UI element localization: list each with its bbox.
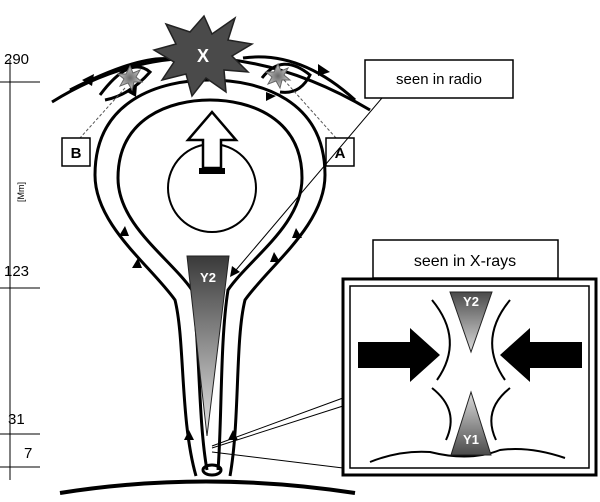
cusp-loop-left [98, 65, 153, 102]
solid-left-arrow-icon [500, 328, 582, 382]
hollow-up-arrow-base [199, 168, 225, 174]
axis-label-123: 123 [4, 263, 29, 280]
explosion-burst-icon: X [152, 14, 255, 98]
arrowhead-9 [184, 430, 194, 440]
axis-label-290: 290 [4, 51, 29, 68]
small-burst-icon [116, 64, 144, 92]
inset-y1-triangle [450, 390, 492, 456]
leader-b [79, 87, 126, 139]
callout-radio: seen in radio [230, 59, 514, 277]
footpoint-loop [201, 463, 223, 477]
point-b-box: B [61, 137, 91, 167]
zoom-line-mid [211, 405, 344, 449]
inset-label-y1: Y1 [463, 432, 479, 447]
zoom-line-bottom [211, 451, 344, 469]
callout-xrays-text: seen in X-rays [414, 253, 516, 270]
solid-right-arrow-icon [358, 328, 440, 382]
axis-label-31: 31 [8, 411, 25, 428]
small-burst-icon [264, 62, 292, 90]
inset-curve-upper-right [491, 299, 511, 381]
small-burst-left [116, 64, 144, 92]
leader-a [283, 79, 337, 139]
arrowhead-8 [270, 252, 280, 262]
point-a-frame [325, 137, 355, 167]
point-b-label: B [71, 145, 82, 162]
callout-xrays-frame [372, 239, 559, 279]
arrowhead-4 [266, 92, 276, 101]
explosion-burst-shape [152, 14, 255, 98]
height-axis: 290 123 31 7 [Mm] [0, 51, 40, 480]
arrowhead-1 [82, 74, 94, 86]
jet-y2-triangle [186, 255, 230, 437]
point-b-frame [61, 137, 91, 167]
inset-field-lines [369, 299, 566, 463]
callout-xrays: seen in X-rays [372, 239, 559, 279]
arrowhead-2 [318, 64, 330, 76]
point-a-label: A [335, 145, 346, 162]
callout-radio-pointer [235, 97, 383, 271]
cusp-loop-right [260, 62, 312, 94]
flow-direction-arrowhead-icon [82, 64, 330, 440]
inset-surface-curve [369, 448, 566, 463]
inset-curve-lower-left [431, 387, 452, 441]
callout-radio-arrowhead [230, 266, 240, 277]
axis-label-7: 7 [24, 445, 32, 462]
zoom-line-top [211, 397, 344, 447]
callout-radio-frame [364, 59, 514, 99]
inset-curve-lower-right [490, 387, 511, 441]
label-y2: Y2 [200, 270, 216, 285]
label-x: X [197, 46, 209, 66]
arrowhead-5 [119, 226, 129, 236]
small-burst-right [264, 62, 292, 90]
xray-inset: Y2 Y1 [211, 277, 598, 477]
arrowhead-7 [292, 228, 302, 238]
callout-radio-text: seen in radio [396, 71, 482, 88]
field-line-outer-3 [242, 55, 357, 102]
cusp-loops [98, 62, 312, 102]
inset-label-y2: Y2 [463, 294, 479, 309]
hollow-up-arrow-icon [185, 110, 239, 170]
axis-unit-label: [Mm] [16, 182, 26, 202]
inset-y2-triangle [449, 291, 493, 354]
solar-surface [59, 479, 356, 495]
point-a-box: A [325, 137, 355, 167]
arrowhead-6 [132, 258, 142, 268]
inset-curve-upper-left [431, 299, 451, 381]
